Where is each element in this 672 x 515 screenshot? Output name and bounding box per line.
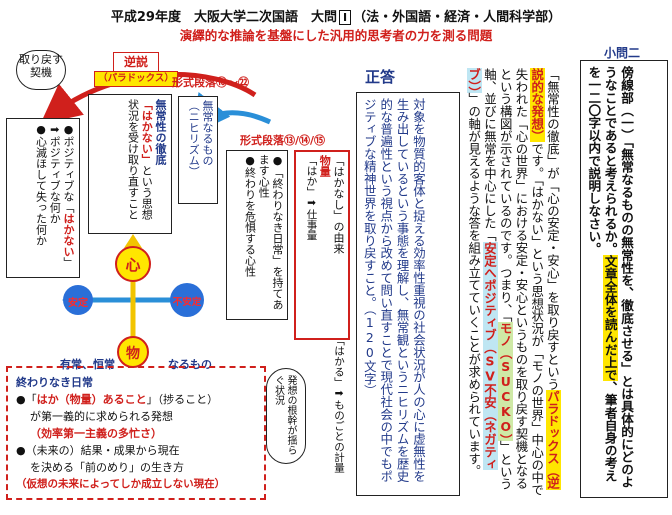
mono-label-circle: 物 [126, 346, 140, 362]
gyakusetsu-label: 逆説 [113, 52, 159, 72]
nihilism-box: 無常なるもの （ニヒリズム） [178, 96, 218, 204]
kokoro-circle [115, 246, 151, 282]
bottom-b1-line2: が第一義的に求められる発想 [30, 410, 173, 424]
paradox-label: （パラドックス） [94, 71, 178, 87]
danraku-16-22: 形式段落⑯〜㉒ [172, 76, 249, 89]
title-faculties: （法・外国語・経済・人間科学部） [353, 10, 562, 25]
owari-kigu-bullet: ●終わりを危惧する心性 [243, 154, 257, 277]
mujo-tettei-box: 無常性の徹底 「はかない」という思想状況を受け取り直すこと [88, 94, 172, 234]
bottom-b2-paren: （仮想の未来によってしか成立しない現在） [16, 478, 226, 491]
left-box: ●ポジティブな「はかない」 ➡ポジティブな何か ●心滅ほして失った何か [6, 118, 80, 278]
bottom-b2-line1: ●（未来の）結果・成果から現在 [16, 444, 180, 458]
gyakusetsu-text: 逆説 [123, 55, 148, 69]
left-bullet1: ●ポジティブな「はかない」 [62, 123, 75, 268]
bottom-b1: ●「はか（物量）あること」（捗ること） [16, 393, 219, 407]
hakanashi-box: 「はかなし」の由来 物量 「はか」➡仕事量 「はかる」➡ものごとの計量 [294, 150, 350, 473]
bottom-box: 終わりなき日常 ●「はか（物量）あること」（捗ること） が第一義的に求められる発… [6, 366, 266, 500]
owarinaki-box: ●「終わりなき日常」を持てあます心性 ●終わりを危惧する心性 [226, 150, 288, 320]
nihilism-a: 無常なるもの [201, 100, 214, 166]
answer-box: 対象を物質的客体と捉える効率性重視の社会状況が人の心に虚無性を生み出しているとい… [356, 92, 460, 496]
mujo-tettei-text: 無常性の徹底 [154, 99, 167, 165]
hassou-bubble: 発想の根幹が揺らぐ状況 [266, 368, 306, 464]
torimodosu-text: 取り戻す契機 [19, 53, 63, 80]
danraku-13-15: 形式段落⑬/⑭/⑮ [240, 134, 326, 147]
fuantei-circle [170, 283, 204, 317]
hassou-text: 発想の根幹が揺らぐ状況 [272, 375, 297, 455]
answer-text: 対象を物質的客体と捉える効率性重視の社会状況が人の心に虚無性を生み出しているとい… [362, 98, 427, 483]
hakanashi-yurai: 「はかなし」の由来 [332, 155, 345, 254]
kokoro-label: 心 [125, 256, 141, 274]
fuantei-label: 不安定 [172, 297, 202, 308]
bottom-b2-line2: を決める「前のめり」の生き方 [30, 461, 184, 475]
diagram-arrows [40, 71, 325, 368]
page-subtitle: 演繹的な推論を基盤にした汎用的思考者の力を測る問題 [179, 28, 493, 43]
guide-area: 「無常性の徹底」が「心の安定・安心」を取り戻すというパラドックス（逆説的な発想）… [466, 68, 576, 498]
question-text: 傍線部（一）「無常なるものの無常性を、徹底させる」とは具体的にどのようなことであ… [586, 66, 635, 489]
title-text: 平成29年度 大阪大学二次国語 大問 [110, 10, 337, 25]
owarinaki-bullet: ●「終わりなき日常」を持てあます心性 [257, 154, 284, 310]
bottom-title: 終わりなき日常 [16, 376, 93, 389]
left-bullet2: ●心滅ほして失った何か [34, 123, 48, 246]
hakado-text: 「はか」➡仕事量 [305, 155, 318, 241]
paradox-text: （パラドックス） [98, 73, 174, 84]
antei-circle [63, 285, 93, 315]
question-box: 傍線部（一）「無常なるものの無常性を、徹底させる」とは具体的にどのようなことであ… [580, 60, 668, 498]
title-number: Ⅰ [338, 10, 352, 25]
mono-label: 物量 [318, 155, 332, 177]
torimodosu-cloud: 取り戻す契機 [16, 50, 66, 90]
guide-text: 「無常性の徹底」が「心の安定・安心」を取り戻すというパラドックス（逆説的な発想）… [466, 68, 561, 496]
question-label: 小問二 [604, 46, 641, 60]
antei-label: 安定 [68, 298, 88, 309]
hakanai-text: 「はかない」という思想状況を受け取り直すこと [126, 99, 154, 220]
answer-heading: 正答 [365, 68, 396, 86]
nihilism-b: （ニヒリズム） [187, 100, 201, 177]
left-bullet1-sub: ➡ポジティブな何か [48, 123, 62, 224]
hakaru-text: 「はかる」➡ものごとの計量 [333, 335, 345, 473]
bottom-b1-paren: （効率第一主義の多忙さ） [30, 427, 162, 441]
